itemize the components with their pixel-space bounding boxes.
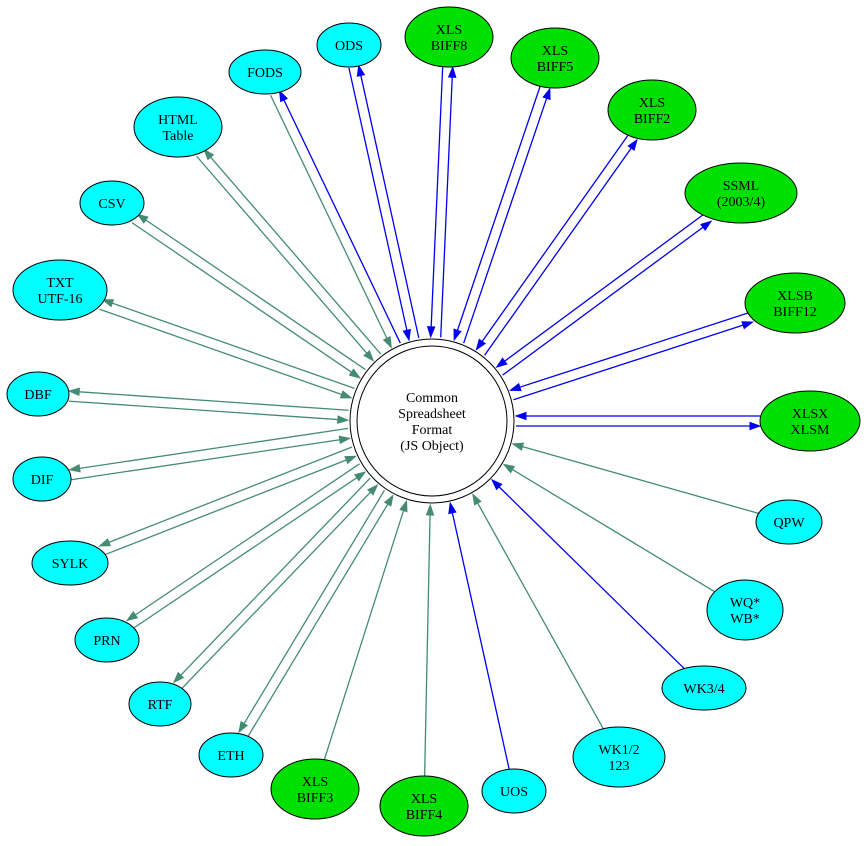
edge-xlsb-in xyxy=(508,311,750,392)
edge-html-table-in xyxy=(196,155,375,362)
edge-ods-out xyxy=(356,64,420,339)
edge-dbf-in xyxy=(68,400,350,424)
node-qpw: QPW xyxy=(755,499,823,545)
edge-html-table-out xyxy=(203,148,382,355)
node-eth: ETH xyxy=(198,732,264,778)
node-rtf: RTF xyxy=(128,681,192,727)
edge-ssml-out xyxy=(502,220,713,376)
node-label-uos: UOS xyxy=(500,785,528,800)
node-label-prn: PRN xyxy=(93,634,120,649)
edge-xlsb-out xyxy=(513,321,754,401)
node-sylk: SYLK xyxy=(31,540,109,586)
node-label-rtf: RTF xyxy=(148,698,173,713)
node-label-csv: CSV xyxy=(98,197,125,212)
edge-layer xyxy=(67,64,762,777)
edge-txt-utf16-in xyxy=(99,308,353,399)
node-label-fods: FODS xyxy=(247,66,283,81)
node-label-qpw: QPW xyxy=(773,516,805,531)
node-wq-wb: WQ*WB* xyxy=(706,579,784,641)
edge-prn-out xyxy=(125,463,360,622)
edge-xlsx-out xyxy=(516,421,762,431)
edge-dif-out xyxy=(68,427,349,473)
node-wk34: WK3/4 xyxy=(661,665,747,711)
edge-csv-out xyxy=(136,213,366,371)
edge-xls-biff3-in xyxy=(323,499,408,760)
edge-xls-biff8-out xyxy=(440,65,457,338)
edge-sylk-in xyxy=(103,455,358,556)
node-fods: FODS xyxy=(228,49,302,95)
edge-xls-biff5-out xyxy=(463,87,551,344)
edge-wk34-in xyxy=(490,478,685,670)
edge-dbf-out xyxy=(67,387,349,411)
edge-sylk-out xyxy=(98,446,353,547)
node-ods: ODS xyxy=(316,22,382,68)
node-csv: CSV xyxy=(79,180,145,226)
node-label-sylk: SYLK xyxy=(52,557,89,572)
edge-ods-in xyxy=(348,67,411,342)
edge-eth-in xyxy=(246,494,394,738)
node-uos: UOS xyxy=(481,768,547,814)
edge-eth-out xyxy=(238,490,385,734)
edge-xls-biff2-out xyxy=(484,138,638,356)
edge-xlsx-in xyxy=(514,411,760,421)
edge-txt-utf16-out xyxy=(101,299,355,389)
edge-ssml-in xyxy=(495,212,706,368)
edge-qpw-in xyxy=(511,442,759,515)
edge-xls-biff8-in xyxy=(426,66,444,339)
node-label-dif: DIF xyxy=(31,473,54,488)
node-dif: DIF xyxy=(12,456,72,502)
node-label-wk34: WK3/4 xyxy=(683,682,724,697)
edge-wk12-in xyxy=(472,493,604,730)
edge-xls-biff2-in xyxy=(475,133,630,351)
node-label-wq-wb: WQ*WB* xyxy=(730,596,760,627)
edge-xls-biff5-in xyxy=(453,85,541,342)
node-prn: PRN xyxy=(74,617,140,663)
edge-fods-in xyxy=(270,94,392,349)
node-label-ods: ODS xyxy=(335,39,363,54)
edge-rtf-in xyxy=(180,483,379,690)
edge-uos-in xyxy=(448,501,510,770)
edge-prn-in xyxy=(132,471,367,630)
node-label-ssml: SSML(2003/4) xyxy=(717,179,766,210)
edge-dif-in xyxy=(71,435,352,481)
edge-wq-wb-in xyxy=(502,463,716,593)
edge-fods-out xyxy=(278,89,401,344)
edge-csv-in xyxy=(131,222,361,379)
edge-rtf-out xyxy=(172,477,371,684)
node-label-dbf: DBF xyxy=(24,388,51,403)
node-dbf: DBF xyxy=(6,371,70,417)
edge-xls-biff4-in xyxy=(423,503,435,777)
node-ssml: SSML(2003/4) xyxy=(684,162,798,224)
node-label-eth: ETH xyxy=(217,749,244,764)
